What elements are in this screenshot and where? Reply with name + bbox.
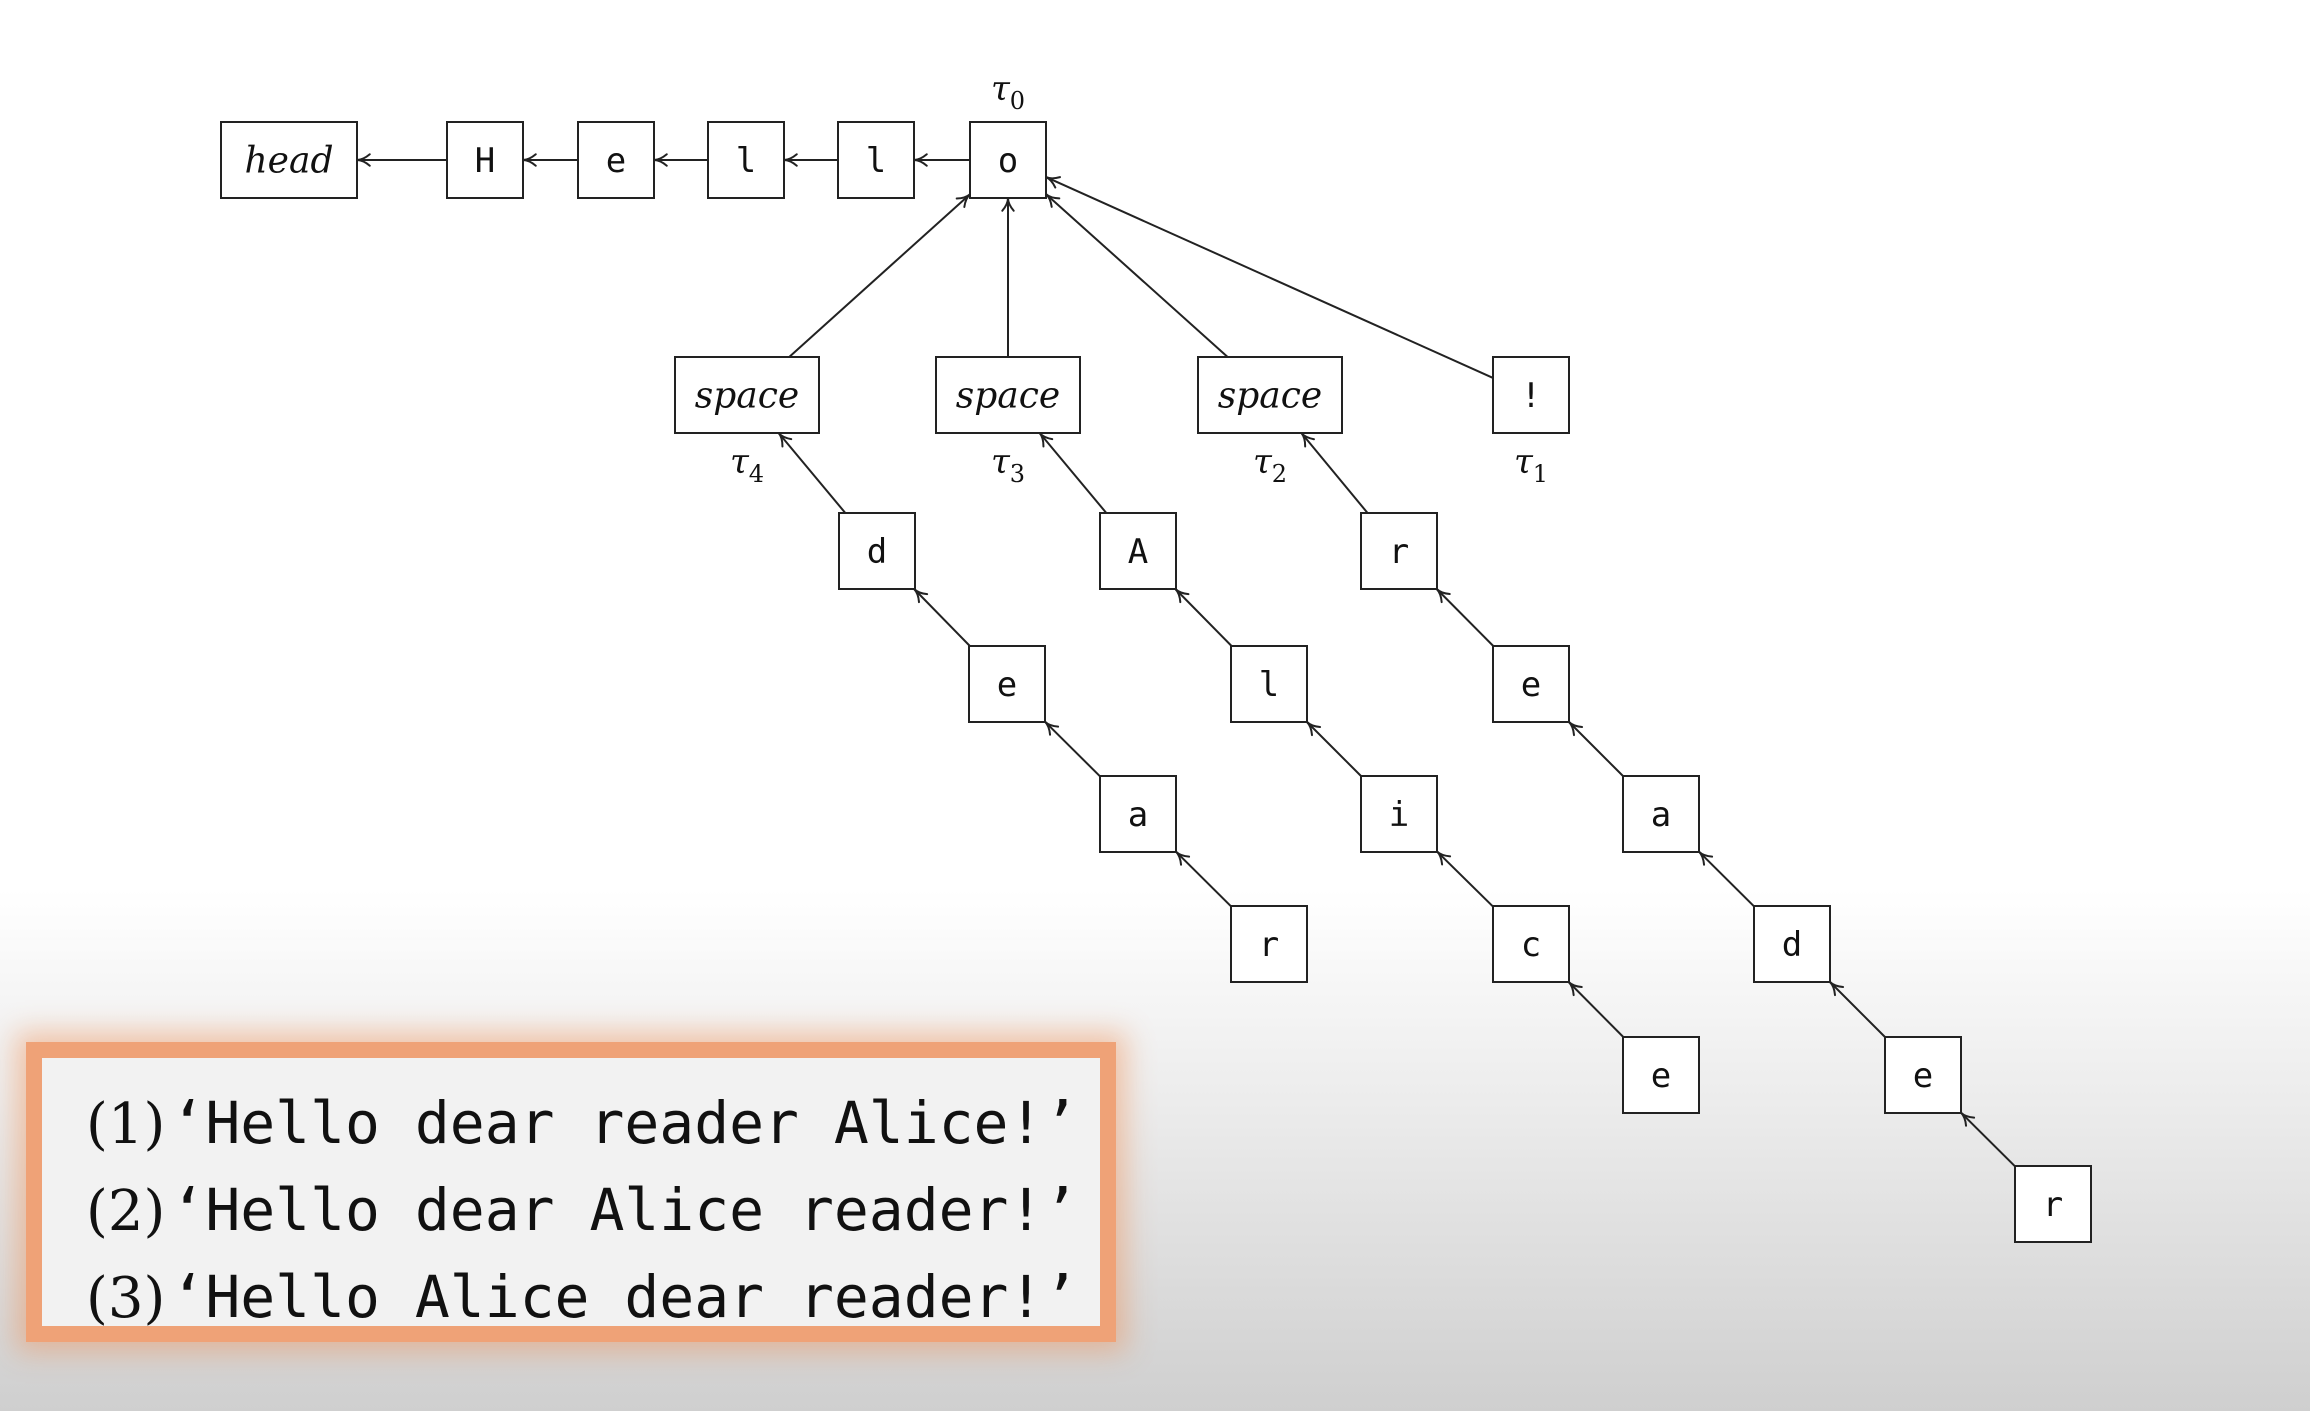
node-l1: l bbox=[707, 121, 785, 199]
node-label: a bbox=[1651, 795, 1671, 835]
node-label: H bbox=[475, 141, 495, 181]
node-label: head bbox=[245, 141, 334, 182]
edge-e4-to-r2 bbox=[1435, 588, 1494, 647]
node-A: A bbox=[1099, 512, 1177, 590]
tau-label-3: τ3 bbox=[991, 442, 1025, 488]
node-a1: a bbox=[1099, 775, 1177, 853]
node-head: head bbox=[220, 121, 358, 199]
node-label: r bbox=[1389, 532, 1409, 572]
node-label: r bbox=[1259, 925, 1279, 965]
edge-H-to-head bbox=[356, 153, 447, 167]
node-a2: a bbox=[1622, 775, 1700, 853]
edge-o-to-l2 bbox=[913, 153, 970, 167]
sentence-text: ‘Hello dear Alice reader!’ bbox=[170, 1176, 1079, 1244]
node-excl: ! bbox=[1492, 356, 1570, 434]
sentence-text: ‘Hello Alice dear reader!’ bbox=[170, 1263, 1079, 1331]
node-e3: e bbox=[1622, 1036, 1700, 1114]
node-e2: e bbox=[968, 645, 1046, 723]
edge-e1-to-H bbox=[522, 153, 578, 167]
sentence-line-2: (2) ‘Hello dear Alice reader!’ bbox=[86, 1167, 1100, 1254]
edge-r2-to-sp2 bbox=[1300, 432, 1369, 514]
node-c: c bbox=[1492, 905, 1570, 983]
node-label: space bbox=[695, 376, 799, 417]
node-e4: e bbox=[1492, 645, 1570, 723]
node-sp2: space bbox=[1197, 356, 1343, 434]
tau-labels-layer: τ0 τ4 τ3 τ2 τ1 bbox=[730, 69, 1548, 488]
node-label: space bbox=[1218, 376, 1322, 417]
node-label: l bbox=[1259, 665, 1279, 705]
node-o: o bbox=[969, 121, 1047, 199]
node-label: r bbox=[2043, 1185, 2063, 1225]
node-r2: r bbox=[1360, 512, 1438, 590]
sentence-number: (2) bbox=[86, 1179, 166, 1244]
node-label: c bbox=[1521, 925, 1541, 965]
node-label: e bbox=[1913, 1056, 1933, 1096]
tau-label-0: τ0 bbox=[991, 69, 1025, 115]
sentence-text: ‘Hello dear reader Alice!’ bbox=[170, 1089, 1079, 1157]
node-label: e bbox=[997, 665, 1017, 705]
node-d1: d bbox=[838, 512, 916, 590]
edge-d2-to-a2 bbox=[1698, 850, 1755, 907]
edge-a1-to-e2 bbox=[1044, 720, 1101, 777]
sentence-line-1: (1) ‘Hello dear reader Alice!’ bbox=[86, 1080, 1100, 1167]
edge-e2-to-d1 bbox=[913, 588, 971, 647]
node-label: d bbox=[867, 532, 887, 572]
node-label: e bbox=[1521, 665, 1541, 705]
node-label: d bbox=[1782, 925, 1802, 965]
edge-excl-to-o bbox=[1045, 176, 1494, 379]
node-label: ! bbox=[1521, 376, 1541, 416]
edges-layer bbox=[356, 153, 2016, 1168]
edge-a2-to-e4 bbox=[1568, 721, 1624, 777]
node-r1: r bbox=[1230, 905, 1308, 983]
node-sp4: space bbox=[674, 356, 820, 434]
sentence-number: (1) bbox=[86, 1092, 166, 1157]
node-label: space bbox=[956, 376, 1060, 417]
edge-sp3-to-o bbox=[1001, 197, 1015, 357]
edge-e5-to-d2 bbox=[1829, 981, 1886, 1038]
edge-i-to-l3 bbox=[1306, 721, 1362, 777]
node-label: e bbox=[606, 141, 626, 181]
edge-A-to-sp3 bbox=[1038, 432, 1108, 514]
edge-d1-to-sp4 bbox=[777, 432, 847, 514]
node-label: e bbox=[1651, 1056, 1671, 1096]
edge-c-to-i bbox=[1436, 850, 1494, 908]
node-l2: l bbox=[837, 121, 915, 199]
node-label: l bbox=[736, 141, 756, 181]
node-i: i bbox=[1360, 775, 1438, 853]
node-r3: r bbox=[2014, 1165, 2092, 1243]
node-label: A bbox=[1128, 532, 1148, 572]
sentence-line-3: (3) ‘Hello Alice dear reader!’ bbox=[86, 1254, 1100, 1341]
edge-l2-to-l1 bbox=[783, 153, 838, 167]
edge-sp4-to-o bbox=[788, 193, 971, 358]
tau-label-2: τ2 bbox=[1253, 442, 1287, 488]
node-label: i bbox=[1389, 795, 1409, 835]
sentence-number: (3) bbox=[86, 1266, 166, 1331]
edge-e3-to-c bbox=[1567, 981, 1624, 1038]
node-label: l bbox=[866, 141, 886, 181]
tau-label-1: τ1 bbox=[1514, 442, 1548, 488]
node-d2: d bbox=[1753, 905, 1831, 983]
edge-l1-to-e1 bbox=[653, 153, 708, 167]
node-label: a bbox=[1128, 795, 1148, 835]
sentences-panel: (1) ‘Hello dear reader Alice!’ (2) ‘Hell… bbox=[26, 1042, 1116, 1342]
node-sp3: space bbox=[935, 356, 1081, 434]
node-label: o bbox=[998, 141, 1018, 181]
node-l3: l bbox=[1230, 645, 1308, 723]
edge-r3-to-e5 bbox=[1960, 1111, 2016, 1168]
node-H: H bbox=[446, 121, 524, 199]
node-e1: e bbox=[577, 121, 655, 199]
tau-label-4: τ4 bbox=[730, 442, 764, 488]
edge-l3-to-A bbox=[1174, 588, 1233, 647]
node-e5: e bbox=[1884, 1036, 1962, 1114]
edge-r1-to-a1 bbox=[1175, 850, 1232, 907]
